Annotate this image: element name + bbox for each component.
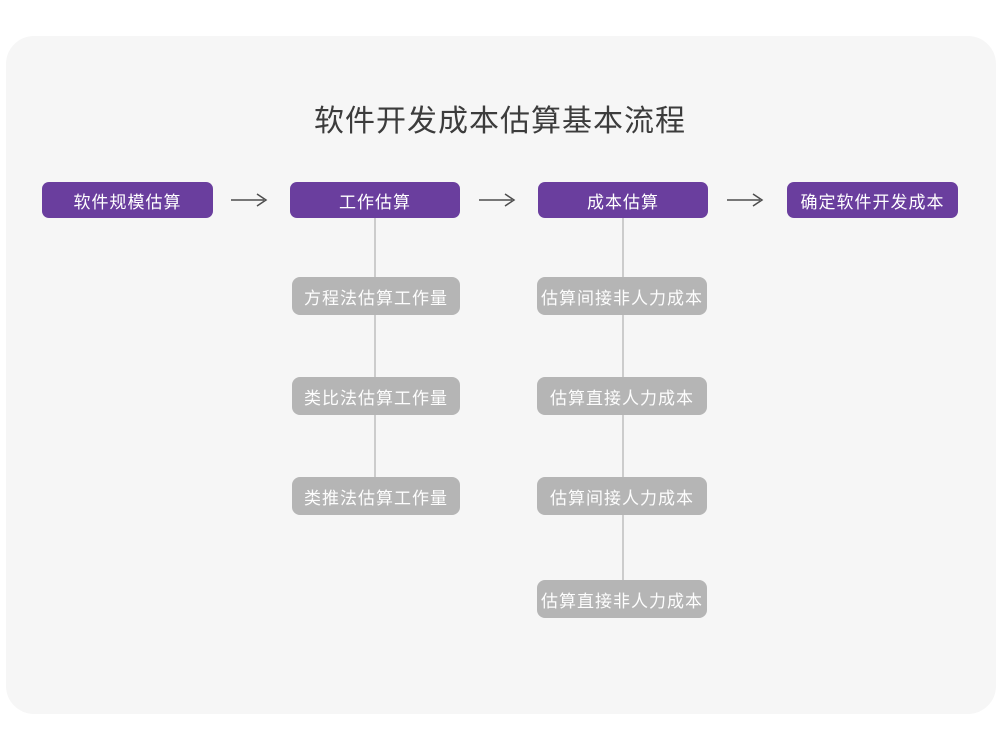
flow-node-determine-development-cost: 确定软件开发成本 [787,182,958,218]
flow-node-cost-estimation: 成本估算 [538,182,708,218]
sub-node-direct-non-labor-cost: 估算直接非人力成本 [537,580,707,618]
sub-node-indirect-non-labor-cost: 估算间接非人力成本 [537,277,707,315]
node-label: 确定软件开发成本 [800,192,945,212]
node-label: 类推法估算工作量 [304,488,448,508]
node-label: 方程法估算工作量 [304,288,448,308]
sub-node-equation-method-effort: 方程法估算工作量 [292,277,460,315]
node-label: 软件规模估算 [73,192,182,212]
sub-node-indirect-labor-cost: 估算间接人力成本 [537,477,707,515]
flow-arrow-right-icon [231,193,268,207]
diagram-background-card [6,36,996,714]
diagram-title: 软件开发成本估算基本流程 [314,105,686,138]
node-label: 估算间接人力成本 [550,488,694,508]
flow-arrow-right-icon [727,193,764,207]
node-label: 估算间接非人力成本 [541,288,703,308]
node-label: 类比法估算工作量 [304,388,448,408]
node-label: 工作估算 [339,192,411,212]
node-label: 估算直接人力成本 [550,388,694,408]
sub-node-extrapolation-method-effort: 类推法估算工作量 [292,477,460,515]
node-label: 成本估算 [587,192,659,212]
connector-line-work-estimation [374,218,376,496]
flow-node-work-estimation: 工作估算 [290,182,460,218]
flow-node-software-scale-estimation: 软件规模估算 [42,182,213,218]
flow-arrow-right-icon [479,193,516,207]
node-label: 估算直接非人力成本 [541,591,703,611]
sub-node-direct-labor-cost: 估算直接人力成本 [537,377,707,415]
sub-node-analogy-method-effort: 类比法估算工作量 [292,377,460,415]
